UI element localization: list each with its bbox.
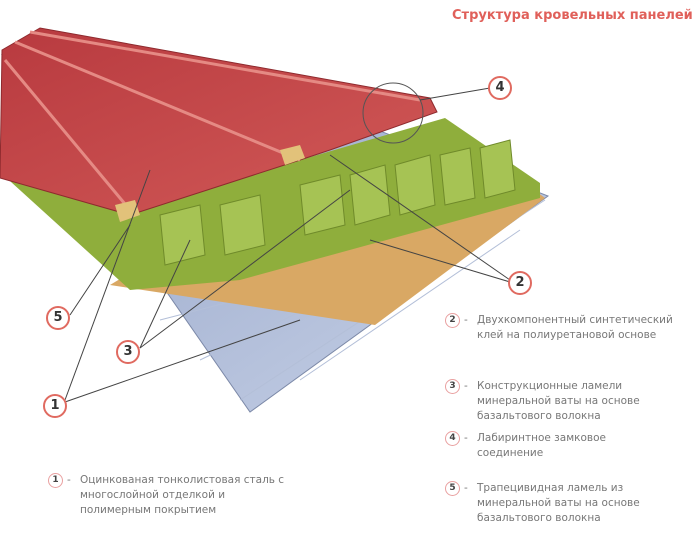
wool-lamellae (159, 139, 516, 266)
legend-number: 2 (445, 313, 460, 328)
callout-2: 2 (508, 271, 532, 295)
legend-item-5: 5 - Трапецивидная ламель из минеральной … (445, 481, 700, 526)
legend-item-3: 3 - Конструкционные ламели минеральной в… (445, 379, 695, 424)
legend-number: 1 (48, 473, 63, 488)
legend-text: Оцинкованая тонколистовая сталь с многос… (80, 474, 285, 516)
legend-text: Двухкомпонентный синтетический клей на п… (477, 314, 673, 341)
mineral-wool-core (0, 118, 540, 290)
legend-number: 4 (445, 431, 460, 446)
roof-steel-sheet (0, 27, 438, 216)
roof-ridges (3, 30, 421, 211)
legend-dash: - (464, 380, 468, 392)
legend-item-2: 2 - Двухкомпонентный синтетический клей … (445, 313, 695, 343)
diagram-title: Структура кровельных панелей (452, 8, 693, 23)
trapezoid-lamellae (115, 145, 305, 222)
legend-item-1: 1 - Оцинкованая тонколистовая сталь с мн… (48, 473, 298, 518)
legend-dash: - (67, 474, 71, 486)
legend-text: Лабиринтное замковое соединение (477, 432, 606, 459)
callout-5: 5 (46, 306, 70, 330)
callout-3: 3 (116, 340, 140, 364)
legend-item-4: 4 - Лабиринтное замковое соединение (445, 431, 615, 461)
legend-dash: - (464, 482, 468, 494)
leader-lines (64, 87, 511, 403)
legend-text: Конструкционные ламели минеральной ваты … (477, 380, 640, 422)
lock-joint-highlight (362, 82, 424, 144)
callout-1: 1 (43, 394, 67, 418)
callout-4: 4 (488, 76, 512, 100)
legend-text: Трапецивидная ламель из минеральной ваты… (477, 482, 640, 524)
legend-number: 5 (445, 481, 460, 496)
legend-dash: - (464, 432, 468, 444)
legend-dash: - (464, 314, 468, 326)
legend-number: 3 (445, 379, 460, 394)
